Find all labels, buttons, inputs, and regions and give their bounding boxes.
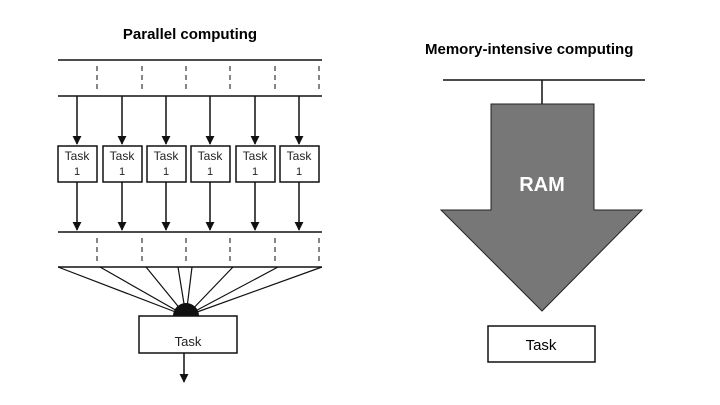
fan-line bbox=[185, 266, 279, 317]
fan-line bbox=[185, 266, 323, 317]
top-bus-dashes bbox=[96, 66, 320, 92]
memory-task-box bbox=[487, 325, 596, 363]
output-arrows bbox=[72, 182, 304, 231]
memory-intensive-title: Memory-intensive computing bbox=[425, 41, 634, 58]
memory-task-label: Task bbox=[526, 337, 557, 354]
ram-arrow bbox=[439, 103, 644, 312]
task-label: Task bbox=[243, 149, 269, 163]
input-arrows bbox=[72, 96, 304, 145]
task-number: 1 bbox=[119, 166, 125, 178]
ram-label: RAM bbox=[519, 174, 565, 196]
task-number: 1 bbox=[296, 166, 302, 178]
merge-task-box bbox=[138, 315, 238, 354]
task-label: Task bbox=[65, 149, 91, 163]
task-label: Task bbox=[287, 149, 313, 163]
task-box bbox=[102, 145, 143, 183]
task-label: Task bbox=[110, 149, 136, 163]
task-box bbox=[190, 145, 231, 183]
memory-diagram: RAM Task bbox=[439, 79, 645, 363]
task-number: 1 bbox=[74, 166, 80, 178]
merge-node bbox=[173, 303, 199, 316]
task-label: Task bbox=[154, 149, 180, 163]
task-box bbox=[279, 145, 320, 183]
bottom-bus-dashes bbox=[96, 238, 320, 262]
parallel-computing-title: Parallel computing bbox=[122, 26, 258, 43]
task-label: Task bbox=[198, 149, 224, 163]
task-number: 1 bbox=[252, 166, 258, 178]
task-number: 1 bbox=[163, 166, 169, 178]
task-boxes: Task 1 Task 1 Task 1 Task 1 Task 1 Task 1 bbox=[57, 145, 320, 183]
fan-line bbox=[99, 266, 187, 317]
merge-task-label: Task bbox=[175, 334, 202, 349]
fan-line bbox=[57, 266, 187, 317]
task-number: 1 bbox=[207, 166, 213, 178]
